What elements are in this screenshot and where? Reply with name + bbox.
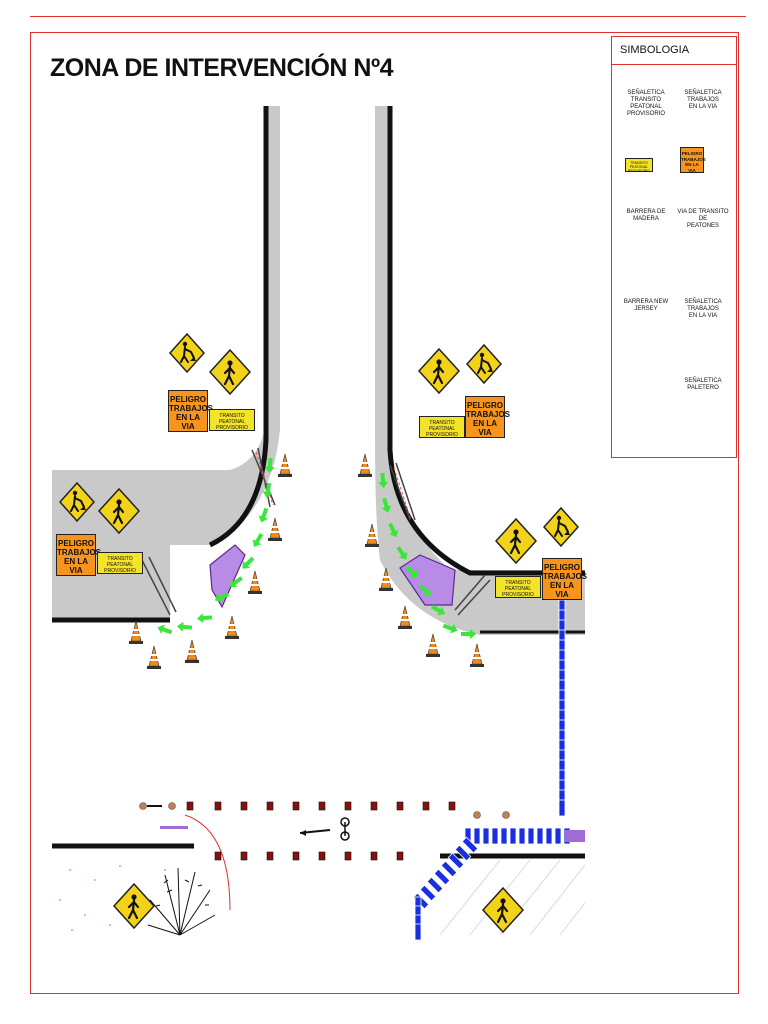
red-delineator-block: [292, 801, 300, 811]
pedestrian-crossing-sign-icon: [481, 886, 525, 934]
pedestrian-route-arrow-icon: [176, 621, 193, 633]
sheet-border-inner-top: [30, 32, 738, 33]
new-jersey-barrier-block: [491, 827, 499, 845]
red-delineator-block: [448, 801, 456, 811]
curb-north-west: [208, 106, 269, 548]
legend-label-paddle: SEÑALETICA PALETERO: [684, 378, 722, 391]
traffic-cone-icon: [146, 645, 162, 670]
pedestrian-route-arrow-icon: [256, 506, 272, 525]
red-delineator-block: [344, 851, 352, 861]
red-delineator-block: [266, 851, 274, 861]
bicycle-icon: [340, 817, 350, 841]
new-jersey-barrier-line: [412, 589, 571, 941]
turn-curve: [184, 814, 231, 911]
pedestrian-route-arrow-icon: [196, 612, 213, 624]
new-jersey-barrier-block: [518, 827, 526, 845]
traffic-cone-icon: [277, 453, 293, 478]
traffic-cone-icon: [267, 517, 283, 542]
red-delineator-block: [240, 851, 248, 861]
legend-panel: SIMBOLOGIA: [611, 36, 737, 458]
sheet-border-bottom: [30, 993, 738, 994]
traffic-cone-icon: [425, 633, 441, 658]
grass-area: [59, 865, 166, 931]
new-jersey-barrier-block: [414, 923, 422, 941]
traffic-cone-icon: [224, 615, 240, 640]
red-delineator-block: [318, 801, 326, 811]
red-delineator-block: [214, 851, 222, 861]
pedestrian-route-arrow-icon: [155, 622, 174, 638]
traffic-cone-icon: [397, 605, 413, 630]
red-delineator-block: [396, 801, 404, 811]
red-delineator-block: [344, 801, 352, 811]
sidewalk-north-west: [52, 106, 280, 618]
legend-label-new-jersey-barrier: BARRERA NEW JERSEY: [623, 299, 669, 312]
pedestrian-crossing-sign-icon: [112, 882, 156, 930]
hatched-area: [439, 859, 586, 936]
road-north: [282, 106, 374, 440]
traffic-cone-icon: [128, 620, 144, 645]
red-delineator-block: [186, 801, 194, 811]
sheet-border-top: [30, 16, 746, 17]
red-delineator-block: [266, 801, 274, 811]
legend-label-wooden-barrier: BARRERA DE MADERA: [626, 209, 666, 222]
roadwork-sign-icon: [543, 507, 579, 547]
sheet-border-right: [738, 32, 739, 994]
new-jersey-barrier-block: [509, 827, 517, 845]
red-delineator-block: [292, 851, 300, 861]
red-delineator-block: [318, 851, 326, 861]
red-delineator-block: [370, 851, 378, 861]
pedestrian-route-arrow-icon: [249, 531, 266, 550]
sheet-border-left: [30, 32, 31, 994]
curb-north-east: [387, 106, 585, 576]
legend-heading: SIMBOLOGIA: [612, 37, 736, 65]
red-delineator-block: [370, 801, 378, 811]
new-jersey-barrier-block: [473, 827, 481, 845]
palm-plant-icon: [147, 867, 216, 936]
new-jersey-barrier-block: [482, 827, 490, 845]
roadwork-sign-icon: [466, 344, 502, 384]
new-jersey-barrier-block: [536, 827, 544, 845]
temporary-barrier-purple: [209, 544, 456, 609]
red-delineator-block: [396, 851, 404, 861]
new-jersey-barrier-block: [500, 827, 508, 845]
traffic-cone-icon: [364, 523, 380, 548]
traffic-cone-icon: [469, 643, 485, 668]
red-delineator-block: [214, 801, 222, 811]
pedestrian-sign-icon: [417, 347, 461, 395]
roadwork-sign-icon: [169, 333, 205, 373]
page-title: ZONA DE INTERVENCIÓN Nº4: [50, 54, 394, 82]
new-jersey-barrier-block: [558, 799, 566, 817]
new-jersey-barrier-block: [545, 827, 553, 845]
pedestrian-sign-icon: [494, 517, 538, 565]
traffic-cone-icon: [247, 570, 263, 595]
purple-marking: [160, 826, 585, 842]
traffic-cone-icon: [184, 639, 200, 664]
red-delineator-block: [240, 801, 248, 811]
pedestrian-sign-icon: [208, 348, 252, 396]
new-jersey-barrier-block: [554, 827, 562, 845]
bollard-row: [139, 802, 510, 819]
red-delineator-block: [422, 801, 430, 811]
traffic-cone-icon: [357, 453, 373, 478]
new-jersey-barrier-block: [527, 827, 535, 845]
